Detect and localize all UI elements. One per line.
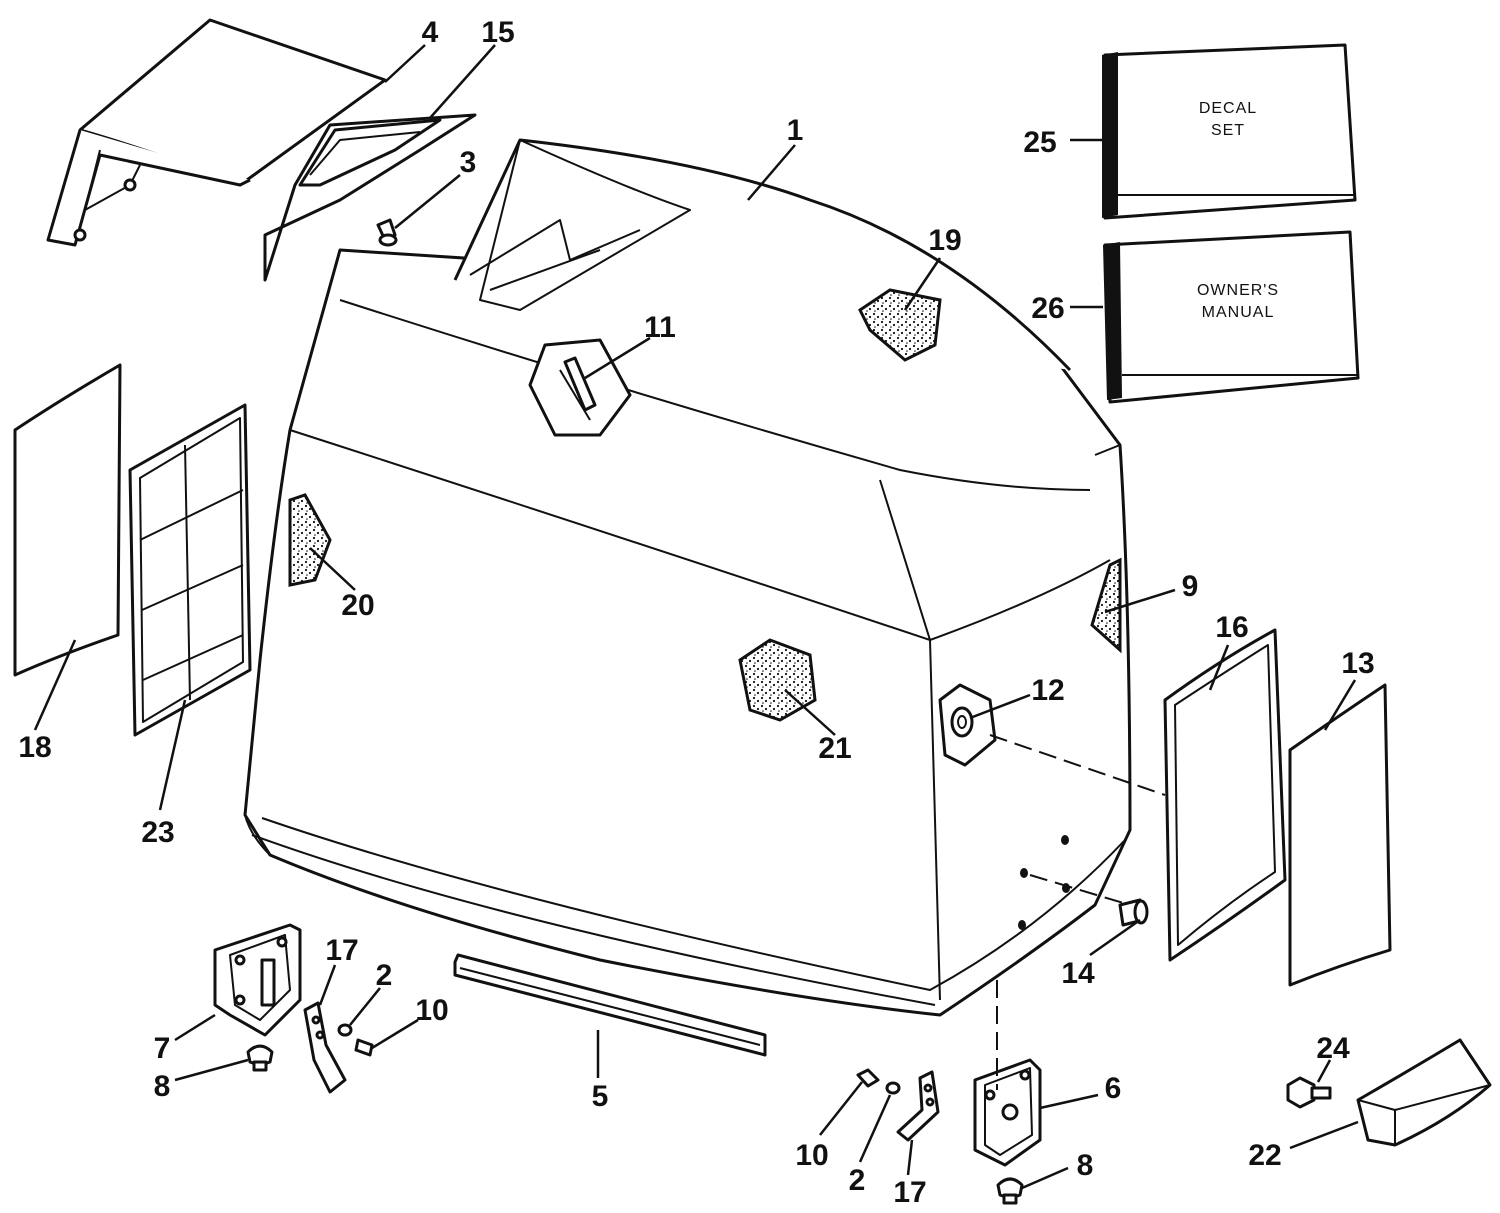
callout-16: 16 [1215,611,1248,644]
callout-12: 12 [1031,674,1064,707]
bracket-7 [213,923,302,1037]
callout-14: 14 [1061,957,1095,990]
bracket-15 [263,113,477,282]
callout-8-right: 8 [1077,1149,1094,1182]
gasket-16 [1163,628,1287,962]
manual-box-line2: MANUAL [1202,304,1275,321]
grommet-11 [528,338,632,437]
callout-22: 22 [1248,1139,1281,1172]
knob-8-right [996,1177,1024,1205]
sheet-13 [1288,683,1392,987]
grommet-12 [938,683,997,767]
foam-pad-19 [858,288,942,362]
bracket-17-right [896,1070,940,1142]
strip-5 [453,953,767,1057]
screw-24 [1286,1076,1332,1109]
latch-6 [973,980,1042,1167]
callout-20: 20 [341,589,374,622]
decal-box-line2: SET [1211,122,1245,139]
washer-2-right [885,1081,901,1095]
callout-11: 11 [644,311,676,344]
screw-3 [376,218,398,247]
bracket-17-left [303,1001,347,1094]
foam-pad-9 [1090,557,1122,654]
decal-set-box: DECAL SET [1102,43,1357,220]
callout-25: 25 [1023,126,1056,159]
leader-dash-12-16 [989,734,1166,796]
gasket-23 [128,403,252,737]
callout-15: 15 [481,16,514,49]
callout-18: 18 [18,731,51,764]
knob-8-left [246,1044,274,1072]
hood-4 [46,18,387,247]
leader-lines [33,44,1359,1190]
pad-22 [1356,1038,1492,1147]
callout-4: 4 [422,16,439,49]
callout-17-right: 17 [893,1176,926,1208]
callout-24: 24 [1316,1032,1350,1065]
callout-7: 7 [154,1032,171,1065]
decal-box-line1: DECAL [1199,100,1257,117]
callout-13: 13 [1341,647,1374,680]
callout-5: 5 [592,1080,609,1113]
sheet-18 [13,363,122,677]
callout-9: 9 [1182,570,1199,603]
manual-box-line1: OWNER'S [1197,282,1279,299]
callout-6: 6 [1105,1072,1122,1105]
callout-3: 3 [460,146,477,179]
callout-8-left: 8 [154,1070,171,1103]
pin-14 [1029,874,1149,927]
callout-23: 23 [141,816,174,849]
callout-26: 26 [1031,292,1064,325]
callout-19: 19 [928,224,961,257]
callout-numbers: 1 4 15 3 25 26 19 11 18 23 20 9 16 13 12… [18,16,1374,1209]
callout-17-left: 17 [325,934,358,967]
bolt-10-left [354,1038,374,1057]
callout-2-left: 2 [376,959,393,992]
callout-10-right: 10 [795,1139,828,1172]
callout-1: 1 [787,114,804,147]
bolt-10-right [856,1068,880,1088]
callout-21: 21 [818,732,851,765]
motor-cover [243,138,1132,1017]
callout-2-right: 2 [849,1164,866,1197]
callout-10-left: 10 [415,994,448,1027]
owners-manual-box: OWNER'S MANUAL [1103,230,1360,404]
washer-2-left [337,1023,353,1037]
